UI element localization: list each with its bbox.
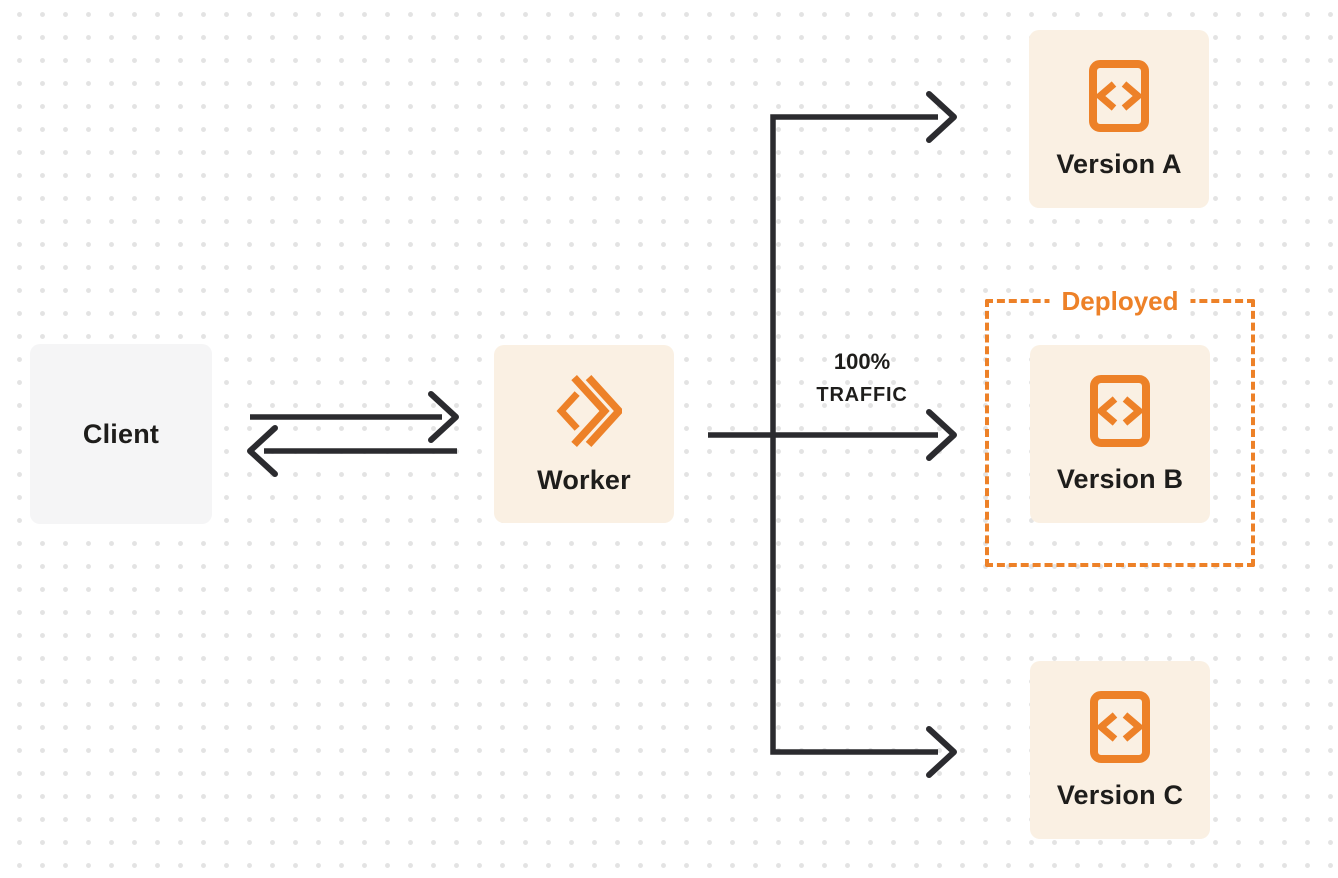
node-label: Version B (1056, 463, 1184, 494)
traffic-word-text: TRAFFIC (816, 384, 908, 406)
arrowhead-version-b (926, 409, 957, 461)
deployed-group-outline: Deployed (985, 285, 1255, 567)
node-version-b: Version B (1030, 345, 1210, 523)
code-file-icon (1089, 374, 1151, 448)
traffic-label: 100% TRAFFIC (792, 351, 932, 407)
workers-logo-icon (546, 373, 622, 449)
node-version-a: Version A (1029, 30, 1209, 208)
arrowhead-version-c (926, 726, 957, 778)
code-file-icon (1088, 59, 1150, 133)
node-label: Worker (537, 464, 631, 495)
arrowhead-client-to-worker (428, 391, 459, 443)
node-label: Version A (1056, 148, 1182, 179)
node-client: Client (30, 344, 212, 524)
node-label: Version C (1056, 779, 1184, 810)
deployed-label: Deployed (1049, 285, 1191, 317)
arrowhead-version-a (926, 91, 957, 143)
node-worker: Worker (494, 345, 674, 523)
arrowhead-worker-to-client (247, 425, 278, 477)
node-label: Client (82, 418, 160, 449)
code-file-icon (1089, 690, 1151, 764)
arrow-branch-trunk (770, 114, 938, 755)
node-version-c: Version C (1030, 661, 1210, 839)
traffic-percent-text: 100% (833, 349, 891, 374)
